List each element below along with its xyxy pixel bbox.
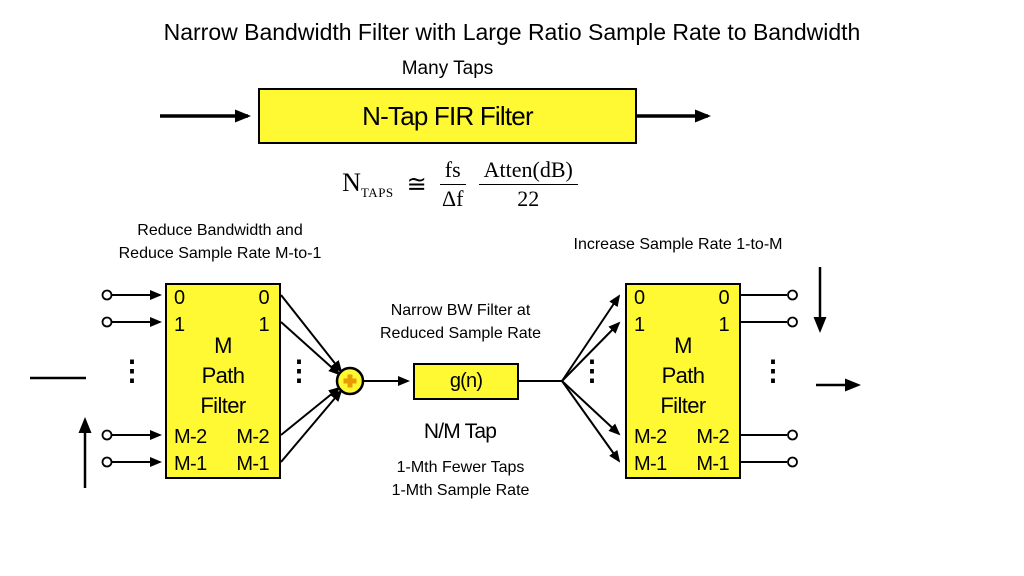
n-tap-fir-filter-box: N-Tap FIR Filter: [258, 88, 637, 144]
connector-dot: [101, 429, 113, 441]
left-note: Reduce Bandwidth and Reduce Sample Rate …: [85, 219, 355, 265]
formula-fraction-2: Atten(dB) 22: [478, 157, 578, 212]
gn-box-label: g(n): [449, 370, 483, 392]
input-commutator: [30, 376, 92, 488]
fan-line: [280, 386, 341, 436]
m-path-filter-right: 0 1 M-2 M-1 0 1 M-2 M-1 M Path Filter: [625, 283, 741, 479]
fan-line: [280, 321, 341, 376]
connector-dot: [787, 289, 798, 301]
formula-frac2-den: 22: [517, 186, 540, 211]
left-note-line2: Reduce Sample Rate M-to-1: [118, 245, 322, 262]
connector-dot: [101, 456, 113, 468]
tap-label: M-1: [174, 453, 207, 475]
formula-relation: ≅: [406, 172, 427, 198]
m-path-filter-left: 0 1 M-2 M-1 0 1 M-2 M-1 M Path Filter: [165, 283, 281, 479]
ellipsis-right-outer: ⋮: [759, 355, 787, 386]
fan-line: [280, 389, 343, 463]
block-title-line: Filter: [200, 393, 246, 418]
fir-box-label: N-Tap FIR Filter: [362, 100, 533, 131]
output-commutator: [813, 267, 861, 392]
block-title-line: Path: [201, 363, 245, 388]
tap-label: 0: [718, 287, 729, 309]
tap-label: M-2: [236, 426, 269, 448]
left-note-line1: Reduce Bandwidth and: [137, 222, 303, 239]
fan-line: [561, 321, 621, 382]
formula-frac2-num: Atten(dB): [478, 157, 578, 185]
block-title-line: M: [214, 333, 232, 358]
connector-dot: [101, 289, 113, 301]
connector-dot: [787, 429, 798, 441]
center-filter-note: Narrow BW Filter at Reduced Sample Rate: [368, 299, 553, 345]
formula-fraction-1: fs Δf: [439, 157, 466, 212]
analysis-fan-lines: [280, 294, 343, 463]
block-title-line: M: [674, 333, 692, 358]
connector-dot: [101, 316, 113, 328]
formula-lhs-base: N: [342, 167, 361, 197]
formula-frac1-num: fs: [439, 157, 466, 185]
formula-lhs: NTAPS: [342, 168, 394, 201]
sample-rate-note: 1-Mth Sample Rate: [391, 482, 530, 499]
formula-lhs-sub: TAPS: [360, 185, 394, 201]
tap-label: M-2: [174, 426, 207, 448]
plus-icon: [343, 374, 357, 388]
tap-label: M-1: [696, 453, 729, 475]
center-note-line1: Narrow BW Filter at: [390, 302, 531, 319]
connector-dot: [787, 316, 798, 328]
fewer-taps-note: 1-Mth Fewer Taps: [396, 459, 525, 476]
tap-label: M-1: [236, 453, 269, 475]
fan-line: [561, 380, 621, 463]
fan-line: [561, 294, 621, 382]
sum-node: [335, 366, 365, 396]
tap-label: 0: [634, 287, 645, 309]
formula-frac1-den: Δf: [441, 186, 464, 211]
ellipsis-left-outer: ⋮: [118, 355, 146, 386]
input-terminals: [101, 289, 113, 468]
synthesis-fan-lines: [561, 294, 621, 463]
subtitle-many-taps: Many Taps: [401, 58, 494, 79]
block-title-line: Path: [661, 363, 705, 388]
ellipsis-left-inner: ⋮: [285, 355, 313, 386]
block-title-line: Filter: [660, 393, 706, 418]
tap-label: 1: [718, 314, 729, 336]
ellipsis-right-inner: ⋮: [578, 355, 606, 386]
right-block-output-lines: [741, 294, 787, 463]
fan-line: [280, 294, 343, 373]
output-terminals: [787, 289, 798, 468]
right-note: Increase Sample Rate 1-to-M: [573, 236, 783, 253]
tap-label: M-1: [634, 453, 667, 475]
tap-label: 0: [174, 287, 185, 309]
nm-tap-label: N/M Tap: [423, 420, 497, 443]
tap-label: M-2: [634, 426, 667, 448]
center-note-line2: Reduced Sample Rate: [380, 325, 541, 342]
tap-label: 0: [258, 287, 269, 309]
page-title: Narrow Bandwidth Filter with Large Ratio…: [163, 19, 861, 45]
tap-label: 1: [634, 314, 645, 336]
taps-formula: NTAPS ≅ fs Δf Atten(dB) 22: [320, 157, 600, 212]
fan-line: [561, 380, 621, 436]
left-block-input-arrows: [112, 290, 162, 467]
tap-label: M-2: [696, 426, 729, 448]
gn-filter-box: g(n): [413, 363, 519, 400]
tap-label: 1: [174, 314, 185, 336]
connector-dot: [787, 456, 798, 468]
tap-label: 1: [258, 314, 269, 336]
